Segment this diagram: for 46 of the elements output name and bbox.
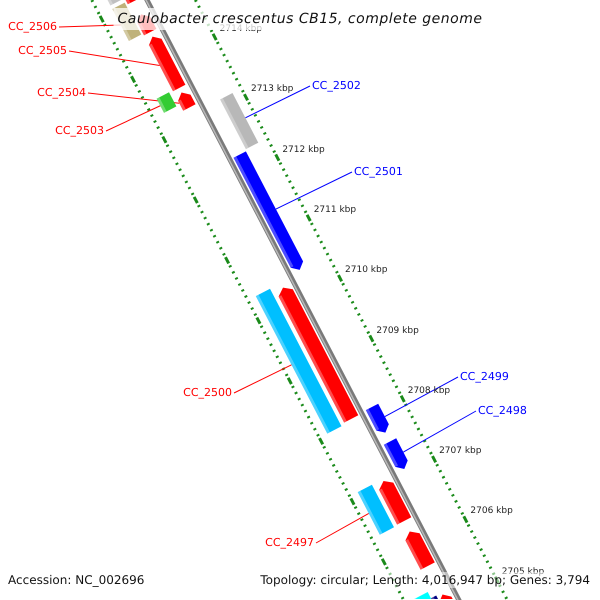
gene-block bbox=[414, 592, 432, 599]
leader-line bbox=[316, 512, 370, 544]
leader-line bbox=[68, 50, 160, 66]
footer-text: Accession: NC_002696 bbox=[8, 573, 144, 587]
leader-line bbox=[106, 105, 161, 132]
scale-label: 2708 kbp bbox=[408, 384, 450, 398]
scale-label: 2709 kbp bbox=[376, 324, 419, 338]
leader-line bbox=[244, 86, 310, 118]
gene-block bbox=[126, 0, 136, 4]
gene-block bbox=[379, 481, 412, 525]
scale-label: 2710 kbp bbox=[345, 264, 388, 278]
gene-block bbox=[220, 93, 258, 150]
scale-label: 2713 kbp bbox=[250, 83, 294, 96]
leader-line bbox=[384, 376, 458, 418]
gene-block bbox=[149, 36, 186, 92]
gene-label: CC_2505 bbox=[18, 44, 67, 58]
gene-label: CC_2497 bbox=[265, 536, 314, 550]
leader-line bbox=[234, 364, 292, 394]
gene-label: CC_2499 bbox=[460, 370, 509, 384]
gene-block bbox=[178, 92, 196, 111]
leader-line bbox=[402, 410, 476, 453]
gene-block bbox=[366, 404, 389, 433]
gene-label: CC_2503 bbox=[55, 124, 104, 138]
gene-block bbox=[440, 594, 453, 599]
gene-block bbox=[234, 151, 304, 270]
gene-block bbox=[430, 596, 438, 599]
leader-line bbox=[88, 92, 180, 104]
gene-label: CC_2506 bbox=[8, 20, 57, 34]
scale-label: 2714 kbp bbox=[220, 24, 262, 36]
gene-label: CC_2502 bbox=[312, 79, 361, 93]
gene-block bbox=[156, 92, 176, 113]
gene-block bbox=[405, 532, 435, 570]
gene-block bbox=[278, 288, 358, 423]
gene-block bbox=[256, 288, 342, 434]
gene-label: CC_2504 bbox=[37, 86, 86, 100]
scale-label: 2711 kbp bbox=[314, 204, 356, 217]
scale-label: 2707 kbp bbox=[439, 445, 482, 458]
scale-label: 2706 kbp bbox=[470, 505, 513, 518]
gene-block bbox=[358, 484, 394, 535]
scale-label: 2712 kbp bbox=[282, 144, 325, 157]
gene-block bbox=[384, 438, 408, 469]
gene-block bbox=[108, 0, 121, 6]
gene-label: CC_2501 bbox=[354, 165, 403, 179]
gene-label: CC_2498 bbox=[478, 404, 527, 418]
gene-label: CC_2500 bbox=[183, 386, 232, 400]
leader-line bbox=[275, 172, 352, 210]
